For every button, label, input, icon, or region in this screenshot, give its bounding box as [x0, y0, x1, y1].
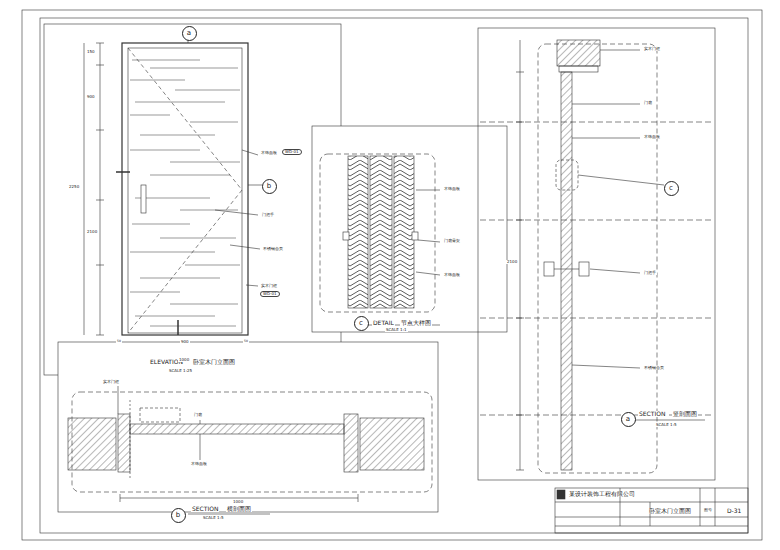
callout-letter: c: [669, 185, 673, 192]
drawing-label: SCALE 1:1: [385, 328, 408, 332]
callout-circle: b: [262, 179, 277, 194]
drawing-label: 横剖面图: [226, 506, 252, 512]
drawing-label: 木饰面板: [443, 187, 461, 191]
drawing-label: 竖剖面图: [672, 411, 698, 417]
callout-letter: b: [267, 183, 271, 190]
callout-letter: c: [359, 320, 363, 327]
drawing-label: SECTION: [191, 506, 219, 512]
drawing-label: 150: [86, 50, 96, 54]
drawing-label: 门扇骨架: [443, 239, 461, 243]
drawing-label: 木饰面板: [443, 273, 461, 277]
drawing-label: 木饰面板: [643, 135, 661, 139]
callout-circle: c: [354, 316, 369, 331]
callout-letter: b: [176, 512, 180, 519]
drawing-label: 1000: [178, 358, 190, 362]
drawing-label: SCALE 1:5: [202, 516, 225, 520]
drawing-label: 900: [86, 95, 96, 99]
drawing-label: 卧室木门立面图: [192, 359, 236, 365]
drawing-label: 节点大样图: [400, 320, 432, 326]
drawing-label: 50: [243, 340, 249, 343]
drawing-label: 2250: [68, 185, 80, 189]
drawing-label: SECTION: [638, 411, 666, 417]
callout-circle: a: [621, 412, 636, 427]
drawing-label: 2100: [86, 230, 98, 234]
drawing-label: 2100: [506, 260, 518, 264]
callout-letter: a: [626, 416, 630, 423]
drawing-label: 木饰面板: [190, 462, 208, 466]
material-tag: WD-01: [260, 291, 280, 297]
drawing-label: 1000: [232, 500, 244, 504]
callout-circle: a: [182, 26, 197, 41]
drawing-label: 实木门框: [102, 380, 120, 384]
drawing-label: 50: [116, 340, 122, 343]
drawing-label: 门扇: [643, 101, 653, 105]
drawing-label: SCALE 1:5: [655, 423, 678, 427]
drawing-label: SCALE 1:25: [168, 369, 193, 373]
drawing-label: 门把手: [261, 213, 275, 217]
callout-circle: b: [171, 508, 186, 523]
drawing-label: 实木门框: [643, 47, 661, 51]
drawing-label: 不锈钢合页: [262, 247, 284, 251]
callout-letter: a: [187, 30, 191, 37]
drawing-label: 门把手: [643, 271, 657, 275]
drawing-label: DETAIL: [372, 320, 395, 326]
drawing-label: 不锈钢合页: [643, 366, 665, 370]
callout-circle: c: [664, 181, 679, 196]
drawing-label: 某设计装饰工程有限公司: [568, 491, 636, 497]
drawing-label: 卧室木门立面图: [648, 508, 692, 514]
drawing-label: 木饰面板: [260, 151, 278, 155]
drawing-label: D-31: [726, 508, 742, 514]
drawing-label: 实木门框: [260, 284, 278, 288]
drawing-label: 门扇: [193, 413, 203, 417]
material-tag: WD-01: [282, 149, 302, 155]
drawing-label: 图号: [703, 508, 713, 512]
drawing-label: 900: [180, 340, 190, 344]
